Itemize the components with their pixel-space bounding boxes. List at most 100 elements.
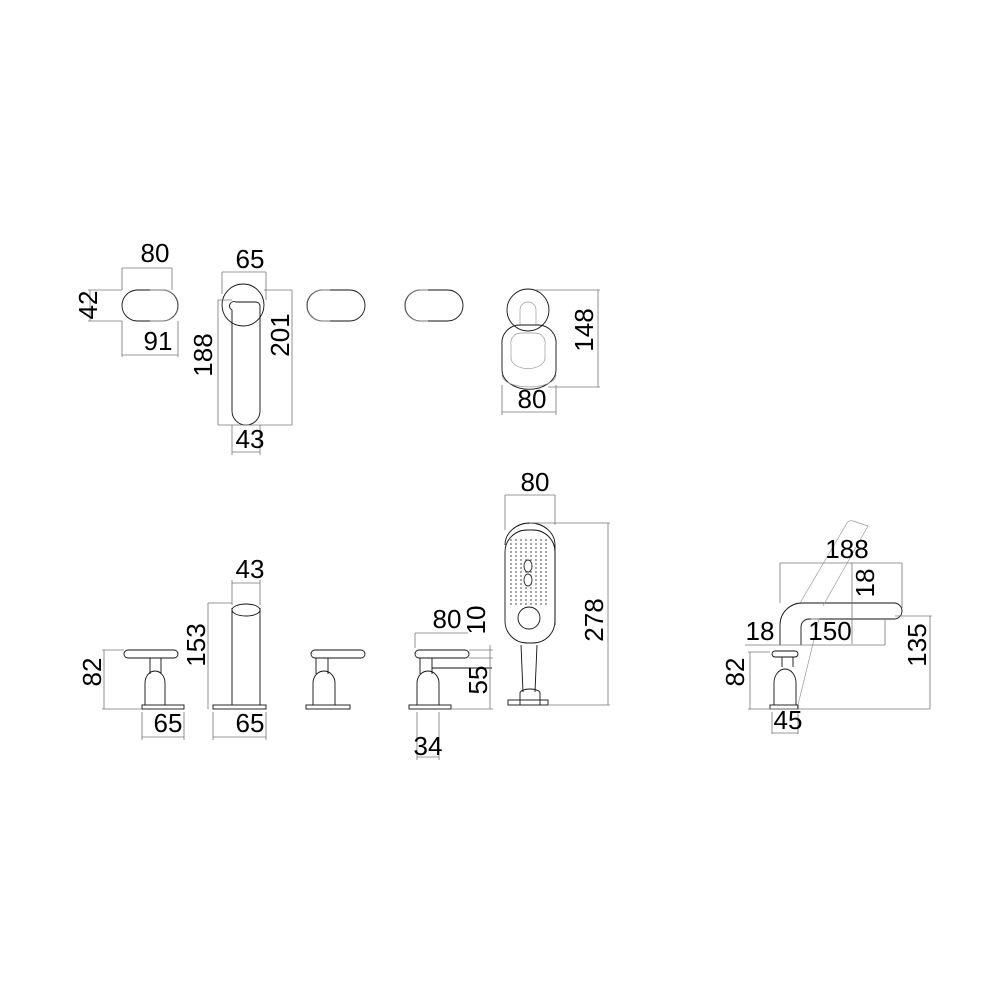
nozzle-dot — [520, 543, 522, 545]
top-view-handle-2 — [306, 289, 366, 322]
nozzle-dot — [515, 587, 517, 589]
nozzle-dot — [520, 579, 522, 581]
nozzle-dot — [545, 571, 547, 573]
dim-side-spout-thickness: 18 — [746, 616, 775, 646]
nozzle-dot — [510, 559, 512, 561]
nozzle-dot — [525, 547, 527, 549]
nozzle-dot — [540, 575, 542, 577]
nozzle-dot — [535, 587, 537, 589]
nozzle-dot — [535, 543, 537, 545]
dim-handle-length: 91 — [144, 326, 173, 356]
nozzle-dot — [510, 563, 512, 565]
nozzle-dot — [515, 583, 517, 585]
nozzle-dot — [535, 559, 537, 561]
nozzle-dot — [540, 591, 542, 593]
nozzle-dot — [545, 563, 547, 565]
top-view-handle-3 — [404, 289, 464, 322]
dim-handle-front-height: 82 — [77, 658, 107, 687]
nozzle-dot — [535, 599, 537, 601]
nozzle-dot — [545, 555, 547, 557]
nozzle-dot — [540, 555, 542, 557]
nozzle-dot — [525, 599, 527, 601]
nozzle-dot — [515, 539, 517, 541]
nozzle-dot — [510, 575, 512, 577]
nozzle-dot — [520, 551, 522, 553]
nozzle-dot — [545, 567, 547, 569]
dim-side-base-width: 45 — [774, 705, 803, 735]
dim-diverter-lever-height: 55 — [463, 666, 493, 695]
dim-handle-base-width: 65 — [154, 708, 183, 738]
nozzle-dot — [535, 591, 537, 593]
nozzle-dot — [520, 539, 522, 541]
nozzle-dot — [535, 567, 537, 569]
nozzle-dot — [535, 583, 537, 585]
nozzle-dot — [510, 547, 512, 549]
nozzle-dot — [540, 583, 542, 585]
nozzle-dot — [540, 567, 542, 569]
nozzle-dot — [525, 603, 527, 605]
dim-diverter-lever-length: 80 — [433, 604, 462, 634]
nozzle-dot — [545, 599, 547, 601]
nozzle-dot — [540, 543, 542, 545]
nozzle-dot — [545, 539, 547, 541]
nozzle-dot — [535, 575, 537, 577]
nozzle-dot — [520, 547, 522, 549]
nozzle-dot — [510, 583, 512, 585]
nozzle-dot — [535, 551, 537, 553]
nozzle-dot — [515, 599, 517, 601]
nozzle-dot — [545, 547, 547, 549]
dim-spout-top-width: 43 — [236, 554, 265, 584]
nozzle-dot — [520, 591, 522, 593]
nozzle-dot — [515, 559, 517, 561]
dim-spout-base-width: 65 — [236, 244, 265, 274]
dim-side-spout-reach: 150 — [808, 616, 851, 646]
nozzle-dot — [540, 551, 542, 553]
nozzle-dot — [515, 595, 517, 597]
nozzle-dot — [540, 539, 542, 541]
nozzle-dot — [515, 563, 517, 565]
nozzle-dot — [510, 591, 512, 593]
dim-spout-length-total: 201 — [265, 313, 295, 356]
nozzle-dot — [545, 579, 547, 581]
dim-side-shower-length: 188 — [825, 534, 868, 564]
nozzle-dot — [530, 543, 532, 545]
nozzle-dot — [510, 551, 512, 553]
nozzle-dot — [545, 595, 547, 597]
nozzle-dot — [535, 571, 537, 573]
nozzle-dot — [530, 571, 532, 573]
nozzle-dot — [530, 555, 532, 557]
nozzle-dot — [540, 603, 542, 605]
nozzle-dot — [545, 583, 547, 585]
nozzle-dot — [520, 563, 522, 565]
nozzle-dot — [530, 603, 532, 605]
nozzle-dot — [535, 563, 537, 565]
nozzle-dot — [535, 547, 537, 549]
nozzle-dot — [520, 559, 522, 561]
nozzle-dot — [525, 539, 527, 541]
nozzle-dot — [545, 587, 547, 589]
dim-handle-width: 80 — [141, 238, 170, 268]
nozzle-dot — [515, 567, 517, 569]
nozzle-dot — [530, 599, 532, 601]
dim-handle-height: 42 — [73, 291, 103, 320]
nozzle-dot — [515, 547, 517, 549]
nozzle-dot — [510, 571, 512, 573]
nozzle-dot — [540, 599, 542, 601]
dim-hand-shower-width: 80 — [518, 384, 547, 414]
top-view-spout: 65 188 201 43 — [188, 244, 295, 455]
nozzle-dot — [520, 567, 522, 569]
nozzle-dot — [520, 587, 522, 589]
nozzle-dot — [510, 555, 512, 557]
nozzle-dot — [520, 603, 522, 605]
dim-diverter-lever-thickness: 10 — [461, 606, 491, 635]
nozzle-dot — [530, 591, 532, 593]
nozzle-dot — [535, 539, 537, 541]
dim-side-spout-height: 135 — [902, 623, 932, 666]
nozzle-dot — [510, 539, 512, 541]
nozzle-dot — [520, 599, 522, 601]
nozzle-dot — [535, 603, 537, 605]
nozzle-dot — [540, 587, 542, 589]
spray-button — [523, 559, 533, 573]
top-view-hand-shower: 148 80 — [501, 288, 600, 415]
